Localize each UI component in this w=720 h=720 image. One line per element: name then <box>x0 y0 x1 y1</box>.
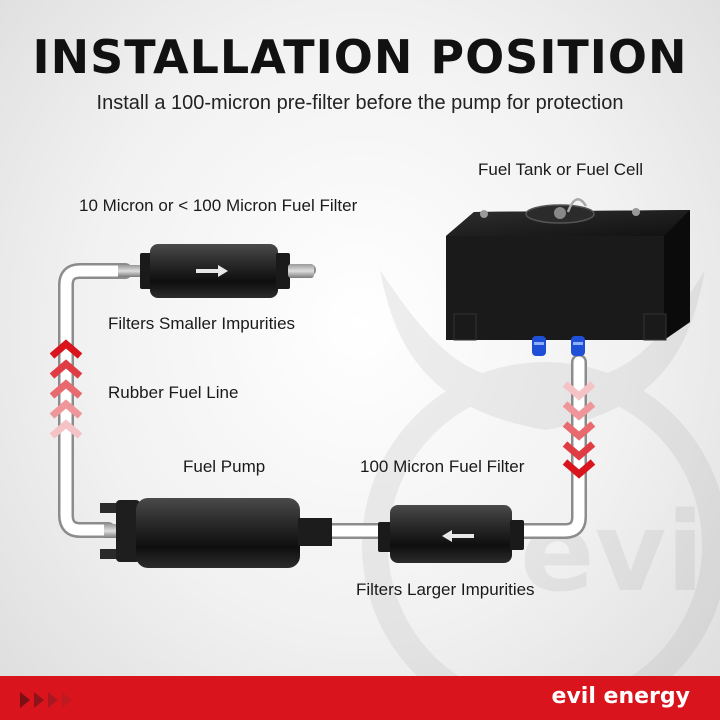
brand-logo: evil energy <box>551 684 690 709</box>
tank-label: Fuel Tank or Fuel Cell <box>478 160 644 179</box>
small-filter-desc: Filters Smaller Impurities <box>108 314 296 333</box>
fuel-tank <box>446 198 690 356</box>
large-filter-label: 100 Micron Fuel Filter <box>360 457 525 476</box>
pump-label: Fuel Pump <box>183 457 266 476</box>
chevron-down-icon <box>562 381 596 479</box>
large-fuel-filter <box>378 505 524 563</box>
fuel-pump <box>100 498 332 568</box>
footer-bar <box>0 676 720 720</box>
small-fuel-filter <box>118 244 314 298</box>
watermark-text: evil <box>520 488 720 616</box>
small-filter-label: 10 Micron or < 100 Micron Fuel Filter <box>79 196 358 215</box>
page-subtitle: Install a 100-micron pre-filter before t… <box>96 92 624 114</box>
rubber-line-label: Rubber Fuel Line <box>108 383 239 402</box>
flow-arrow-icon <box>196 265 228 277</box>
chevron-up-icon <box>49 339 83 439</box>
flow-arrow-icon <box>442 530 474 542</box>
blue-fitting <box>532 336 585 356</box>
footer-arrows-icon <box>20 692 72 708</box>
large-filter-desc: Filters Larger Impurities <box>356 580 535 599</box>
page-title: INSTALLATION POSITION <box>32 30 688 84</box>
